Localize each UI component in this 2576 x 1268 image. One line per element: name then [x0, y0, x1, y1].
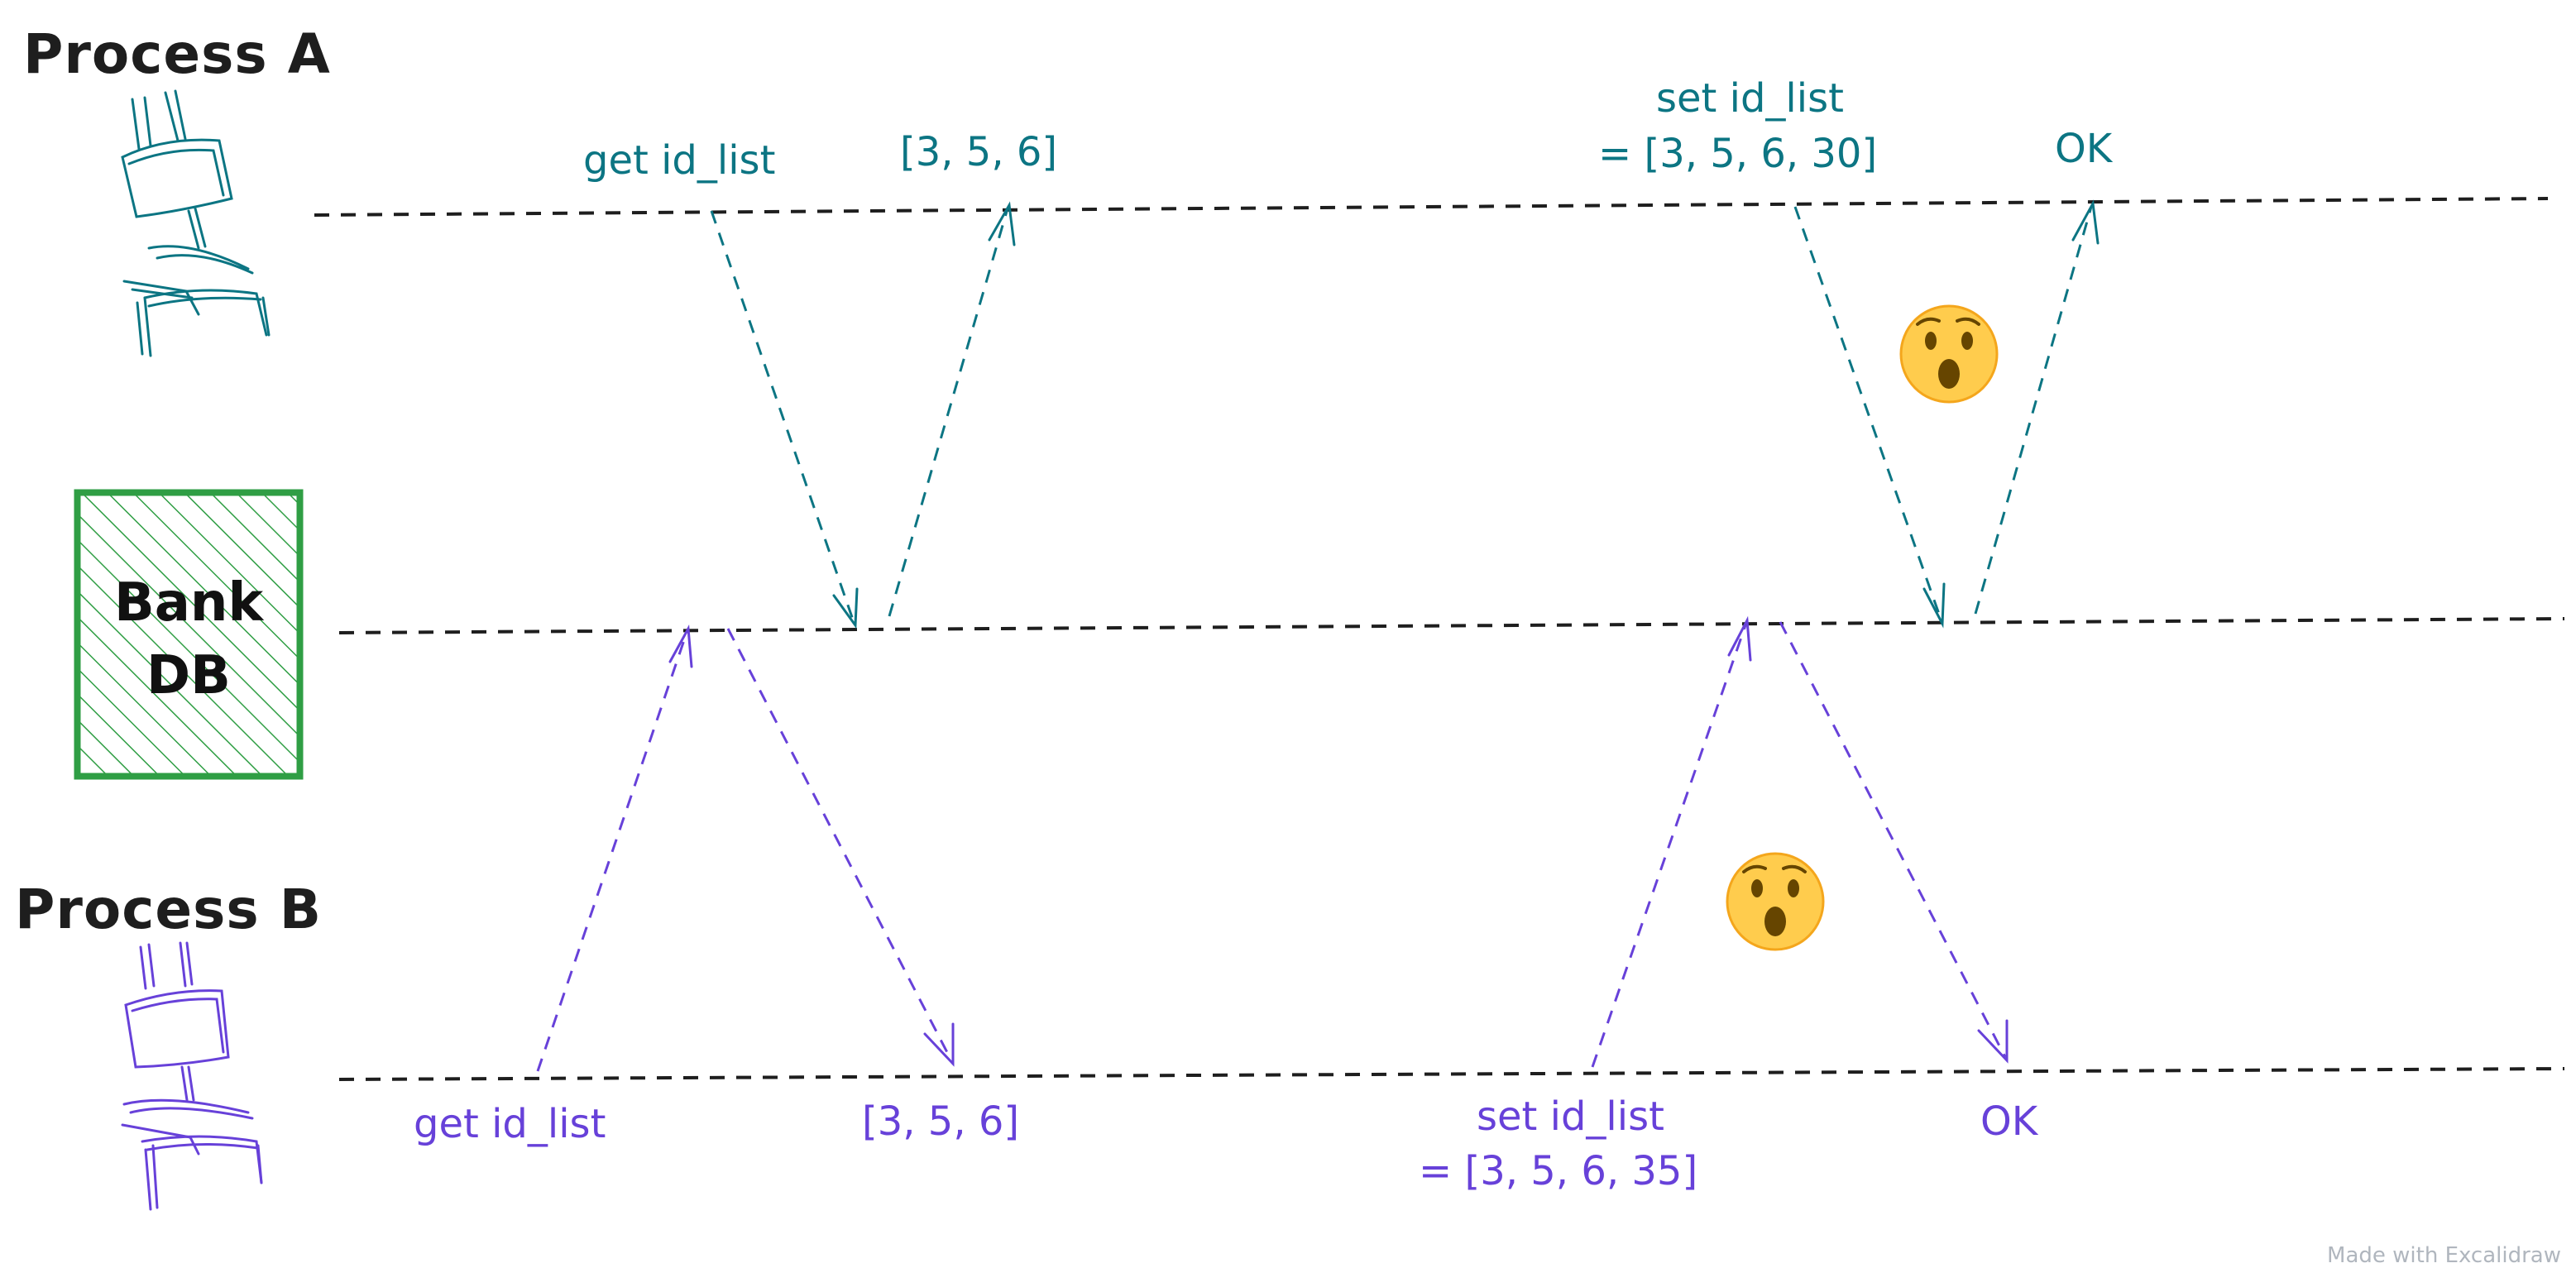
arrow-a-set-response	[1974, 206, 2093, 615]
timeline-process-b	[338, 1067, 2565, 1081]
timeline-database	[338, 617, 2565, 634]
label-b-get-response: [3, 5, 6]	[862, 1098, 1019, 1145]
arrow-b-get-response	[726, 628, 953, 1061]
arrow-a-set-request	[1793, 206, 1942, 620]
db-label-line2: DB	[146, 645, 231, 706]
arrow-b-set-request	[1591, 624, 1747, 1068]
label-b-set-request-line2: = [3, 5, 6, 35]	[1419, 1148, 1697, 1194]
label-a-set-request-line1: set id_list	[1656, 75, 1844, 122]
label-a-set-request-line2: = [3, 5, 6, 30]	[1598, 131, 1877, 177]
messages-process-b	[536, 615, 2009, 1072]
surprised-face-icon	[1899, 304, 1999, 404]
timeline-process-a	[314, 197, 2549, 217]
label-b-set-response: OK	[1980, 1098, 2039, 1145]
arrow-b-set-response	[1779, 621, 2007, 1058]
arrow-a-get-response	[888, 208, 1009, 617]
process-a-title: Process A	[23, 22, 331, 86]
label-a-get-response: [3, 5, 6]	[900, 129, 1057, 175]
label-a-set-response: OK	[2055, 126, 2114, 172]
chair-icon-process-b	[121, 941, 263, 1211]
watermark: Made with Excalidraw	[2327, 1243, 2561, 1268]
label-b-set-request-line1: set id_list	[1477, 1093, 1664, 1140]
bank-db-box: Bank DB	[74, 489, 304, 780]
chair-icon-process-a	[121, 89, 271, 357]
surprised-face-icon	[1726, 852, 1825, 951]
label-a-get-request: get id_list	[583, 137, 775, 184]
arrow-a-get-request	[710, 210, 855, 623]
arrow-b-get-request	[536, 632, 688, 1072]
label-b-get-request: get id_list	[414, 1101, 606, 1147]
process-b-title: Process B	[15, 878, 322, 941]
db-label-line1: Bank	[114, 572, 265, 634]
messages-process-a	[710, 199, 2100, 629]
